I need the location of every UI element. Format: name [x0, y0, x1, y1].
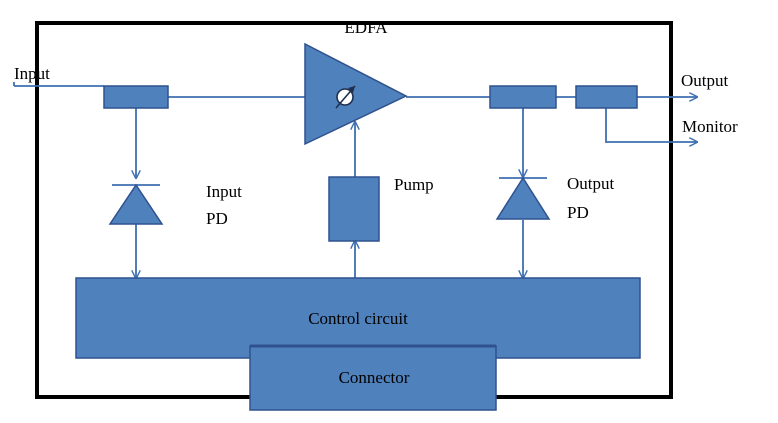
- connector-label: Connector: [339, 368, 410, 387]
- variable-gain-icon: [335, 85, 356, 109]
- input-pd-icon: [108, 183, 164, 225]
- edfa-label: EDFA: [344, 18, 388, 37]
- connector-block: [249, 345, 497, 411]
- edfa-amplifier: [304, 42, 408, 146]
- pump-label: Pump: [394, 175, 434, 194]
- pump-block: [328, 176, 380, 242]
- control-circuit-label: Control circuit: [308, 309, 408, 328]
- output-pd-icon: [495, 176, 551, 220]
- signal-lines: [13, 82, 697, 278]
- monitor-arrow: [605, 108, 697, 142]
- output-label: Output: [681, 71, 729, 90]
- output-pd-label-line1: Output: [567, 174, 615, 193]
- output-pd-label-line2: PD: [567, 203, 589, 222]
- input-pd-label-line2: PD: [206, 209, 228, 228]
- monitor-tap: [575, 85, 638, 109]
- input-pd-label-line1: Input: [206, 182, 242, 201]
- input-label: Input: [14, 64, 50, 83]
- monitor-label: Monitor: [682, 117, 738, 136]
- input-coupler: [103, 85, 169, 109]
- output-coupler: [489, 85, 557, 109]
